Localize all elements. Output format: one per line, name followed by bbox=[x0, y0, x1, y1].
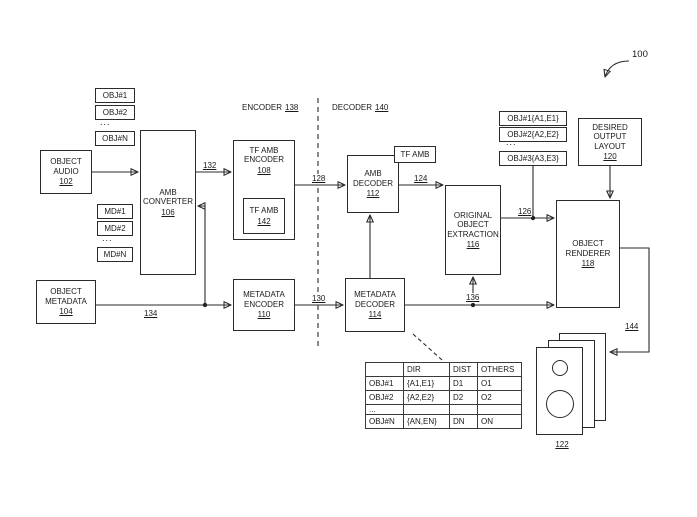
amb-decoder-box: AMB DECODER 112 bbox=[347, 155, 399, 213]
signal-ref-132: 132 bbox=[202, 161, 218, 171]
metadata-encoder-box: METADATA ENCODER 110 bbox=[233, 279, 295, 331]
object-audio-ref: 102 bbox=[59, 177, 73, 187]
amb-decoder-label: AMB DECODER bbox=[352, 169, 393, 188]
figure-ref-arrow bbox=[605, 60, 630, 77]
metadata-table-row: OBJ#2 {A2,E2} D2 O2 bbox=[365, 390, 522, 405]
amb-converter-label: AMB CONVERTER bbox=[142, 187, 194, 207]
encoder-section-ref: 138 bbox=[285, 103, 299, 112]
table-cell: ON bbox=[477, 414, 522, 429]
object-renderer-label: OBJECT RENDERER bbox=[565, 239, 611, 258]
metadata-table-dots-row: ... bbox=[365, 404, 522, 415]
junction-dot-metadata-extraction bbox=[470, 302, 476, 308]
decoder-section-header: DECODER 140 bbox=[330, 103, 391, 112]
signal-ref-134: 134 bbox=[143, 309, 159, 319]
table-cell: {A2,E2} bbox=[403, 390, 450, 405]
original-object-extraction-box: ORIGINAL OBJECT EXTRACTION 116 bbox=[445, 185, 501, 275]
metadata-input-chip-n: MD#N bbox=[97, 247, 133, 262]
table-cell: O1 bbox=[477, 376, 522, 391]
tf-amb-tag-chip: TF AMB bbox=[394, 146, 436, 163]
metadata-decoder-ref: 114 bbox=[368, 310, 382, 320]
table-leader-dashed bbox=[412, 333, 443, 361]
table-cell: OBJ#N bbox=[365, 414, 404, 429]
table-cell: {A1,E1} bbox=[403, 376, 450, 391]
metadata-encoder-ref: 110 bbox=[257, 310, 271, 320]
arrow-metadata-branch-to-converter bbox=[198, 206, 206, 305]
signal-ref-126: 126 bbox=[517, 207, 533, 217]
speakers-ref-label: 122 bbox=[542, 440, 582, 450]
object-audio-label: OBJECT AUDIO bbox=[50, 157, 82, 176]
table-cell bbox=[477, 404, 522, 415]
table-cell: ... bbox=[365, 404, 404, 415]
table-cell: D1 bbox=[449, 376, 478, 391]
metadata-table: DIR DIST OTHERS OBJ#1 {A1,E1} D1 O1 OBJ#… bbox=[365, 362, 522, 429]
amb-decoder-ref: 112 bbox=[366, 189, 380, 199]
original-object-extraction-label: ORIGINAL OBJECT EXTRACTION bbox=[447, 210, 499, 239]
signal-ref-124: 124 bbox=[413, 174, 429, 184]
table-header-others: OTHERS bbox=[477, 362, 522, 377]
tf-amb-signal-label: TF AMB bbox=[249, 206, 279, 216]
junction-dot-objoutputs bbox=[530, 215, 536, 221]
table-cell: {AN,EN} bbox=[403, 414, 450, 429]
object-audio-box: OBJECT AUDIO 102 bbox=[40, 150, 92, 194]
metadata-encoder-label: METADATA ENCODER bbox=[243, 290, 285, 309]
amb-converter-ref: 106 bbox=[161, 207, 175, 217]
table-cell bbox=[403, 404, 450, 415]
table-header-dir: DIR bbox=[403, 362, 450, 377]
decoder-section-ref: 140 bbox=[375, 103, 389, 112]
table-cell: O2 bbox=[477, 390, 522, 405]
object-metadata-label: OBJECT METADATA bbox=[45, 287, 87, 306]
tf-amb-encoder-label: TF AMB ENCODER bbox=[243, 146, 284, 165]
signal-ref-136: 136 bbox=[465, 293, 481, 303]
table-cell: DN bbox=[449, 414, 478, 429]
signal-ref-144: 144 bbox=[624, 322, 640, 332]
encoder-section-header: ENCODER 138 bbox=[240, 103, 301, 112]
tf-amb-signal-ref: 142 bbox=[257, 216, 271, 226]
junction-dot-metadata-converter bbox=[202, 302, 208, 308]
object-output-chip-1: OBJ#1{A1,E1} bbox=[499, 111, 567, 126]
object-input-chip-1: OBJ#1 bbox=[95, 88, 135, 103]
object-input-chip-n: OBJ#N bbox=[95, 131, 135, 146]
object-output-chip-2: OBJ#2{A2,E2} bbox=[499, 127, 567, 142]
speaker-woofer-icon bbox=[546, 390, 574, 418]
object-input-dots: ... bbox=[100, 117, 111, 127]
desired-output-layout-ref: 120 bbox=[603, 151, 617, 161]
metadata-table-row: OBJ#N {AN,EN} DN ON bbox=[365, 414, 522, 429]
metadata-table-row: OBJ#1 {A1,E1} D1 O1 bbox=[365, 376, 522, 391]
table-cell bbox=[449, 404, 478, 415]
arrow-144-renderer-to-speakers bbox=[610, 247, 650, 352]
table-cell: D2 bbox=[449, 390, 478, 405]
object-metadata-ref: 104 bbox=[59, 307, 73, 317]
table-cell: OBJ#1 bbox=[365, 376, 404, 391]
encoder-section-label: ENCODER bbox=[242, 103, 283, 112]
figure-ref-label: 100 bbox=[631, 49, 649, 61]
object-metadata-box: OBJECT METADATA 104 bbox=[36, 280, 96, 324]
speaker-tweeter-icon bbox=[552, 360, 568, 376]
object-output-chip-3: OBJ#3{A3,E3} bbox=[499, 151, 567, 166]
metadata-decoder-box: METADATA DECODER 114 bbox=[345, 278, 405, 332]
table-header-dist: DIST bbox=[449, 362, 478, 377]
metadata-decoder-label: METADATA DECODER bbox=[354, 290, 396, 309]
signal-ref-128: 128 bbox=[311, 174, 327, 184]
decoder-section-label: DECODER bbox=[332, 103, 373, 112]
metadata-input-chip-2: MD#2 bbox=[97, 221, 133, 236]
tf-amb-signal-box: TF AMB 142 bbox=[243, 198, 285, 234]
object-renderer-ref: 118 bbox=[581, 259, 595, 269]
table-cell: OBJ#2 bbox=[365, 390, 404, 405]
metadata-input-dots: ... bbox=[102, 233, 113, 243]
tf-amb-encoder-ref: 108 bbox=[257, 165, 271, 175]
table-header-blank bbox=[365, 362, 404, 377]
amb-converter-box: AMB CONVERTER 106 bbox=[140, 130, 196, 275]
metadata-input-chip-1: MD#1 bbox=[97, 204, 133, 219]
original-object-extraction-ref: 116 bbox=[466, 239, 480, 249]
desired-output-layout-label: DESIRED OUTPUT LAYOUT bbox=[592, 122, 628, 151]
speaker-panel-front bbox=[536, 347, 583, 435]
object-renderer-box: OBJECT RENDERER 118 bbox=[556, 200, 620, 308]
signal-ref-130: 130 bbox=[311, 294, 327, 304]
object-output-dots: ... bbox=[506, 137, 517, 147]
metadata-table-header-row: DIR DIST OTHERS bbox=[365, 362, 522, 377]
object-input-chip-2: OBJ#2 bbox=[95, 105, 135, 120]
desired-output-layout-box: DESIRED OUTPUT LAYOUT 120 bbox=[578, 118, 642, 166]
